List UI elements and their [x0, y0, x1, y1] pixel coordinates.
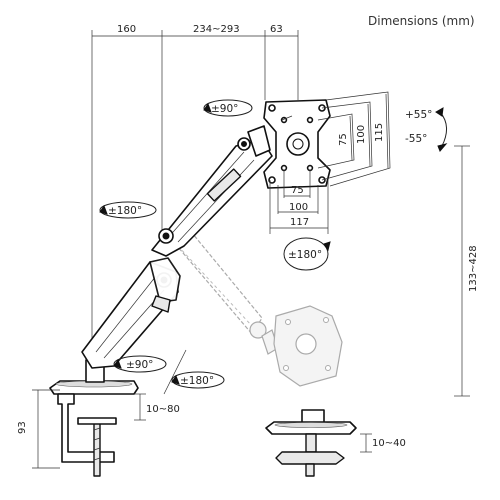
vesa-vertical-dims: 75 100 115: [317, 91, 391, 187]
grommet-thickness-dim: 10~40: [360, 433, 406, 453]
rotation-arrow-icon: [99, 204, 108, 215]
rot-head-swivel: ±90°: [211, 103, 238, 115]
vesa-h-100: 100: [289, 202, 308, 213]
lower-arm: [81, 257, 181, 369]
desk-clamp: [49, 359, 139, 477]
rot-elbow-swivel: ±180°: [108, 205, 142, 217]
height-range-dim: 133~428: [454, 145, 479, 397]
dim-clamp-thickness: 10~80: [146, 404, 180, 415]
rotation-arrow-icon: [323, 241, 331, 252]
dim-arm-reach: 160: [117, 24, 136, 35]
rotation-arrow-icon: [113, 358, 122, 369]
vesa-v-100: 100: [356, 125, 367, 144]
rotation-screen: ±180°: [283, 237, 331, 271]
rotation-arrow-icon: [171, 374, 180, 385]
diagram-title: Dimensions (mm): [368, 14, 475, 28]
top-dimension-line: 160 234~293 63: [91, 24, 299, 360]
vesa-h-117: 117: [290, 217, 309, 228]
tilt-up-label: +55°: [405, 109, 432, 121]
upper-arm: [151, 125, 273, 257]
rot-base-swivel: ±90°: [126, 359, 153, 371]
dim-clamp-height: 93: [17, 421, 28, 434]
vesa-plate: [263, 99, 331, 189]
dim-grommet-thickness: 10~40: [372, 438, 406, 449]
rot-arm-swivel: ±180°: [180, 375, 214, 387]
ghost-arm: [171, 227, 343, 387]
clamp-thickness-dim: 10~80: [134, 393, 180, 421]
tilt-arrow-down-icon: [437, 143, 448, 152]
rotation-elbow-swivel: ±180°: [99, 201, 157, 219]
dim-arm-extension: 234~293: [193, 24, 240, 35]
rotation-arm-swivel: ±180°: [163, 349, 225, 395]
dim-height-range: 133~428: [468, 245, 479, 292]
rot-screen: ±180°: [288, 249, 322, 261]
vesa-v-75: 75: [338, 133, 349, 146]
vesa-h-75: 75: [291, 185, 304, 196]
clamp-height-dim: 93: [17, 389, 60, 469]
vesa-v-115: 115: [374, 123, 385, 142]
rotation-arrow-icon: [203, 102, 212, 113]
grommet-mount: [265, 409, 357, 477]
dim-head-offset: 63: [270, 24, 283, 35]
rotation-head-swivel: ±90°: [203, 99, 253, 117]
tilt-arrow-up-icon: [435, 107, 444, 117]
rotation-base-swivel: ±90°: [113, 355, 167, 373]
tilt-down-label: -55°: [405, 133, 427, 145]
tilt-indicator: +55° -55°: [405, 107, 448, 152]
vesa-horizontal-dims: 75 100 117: [269, 170, 329, 234]
